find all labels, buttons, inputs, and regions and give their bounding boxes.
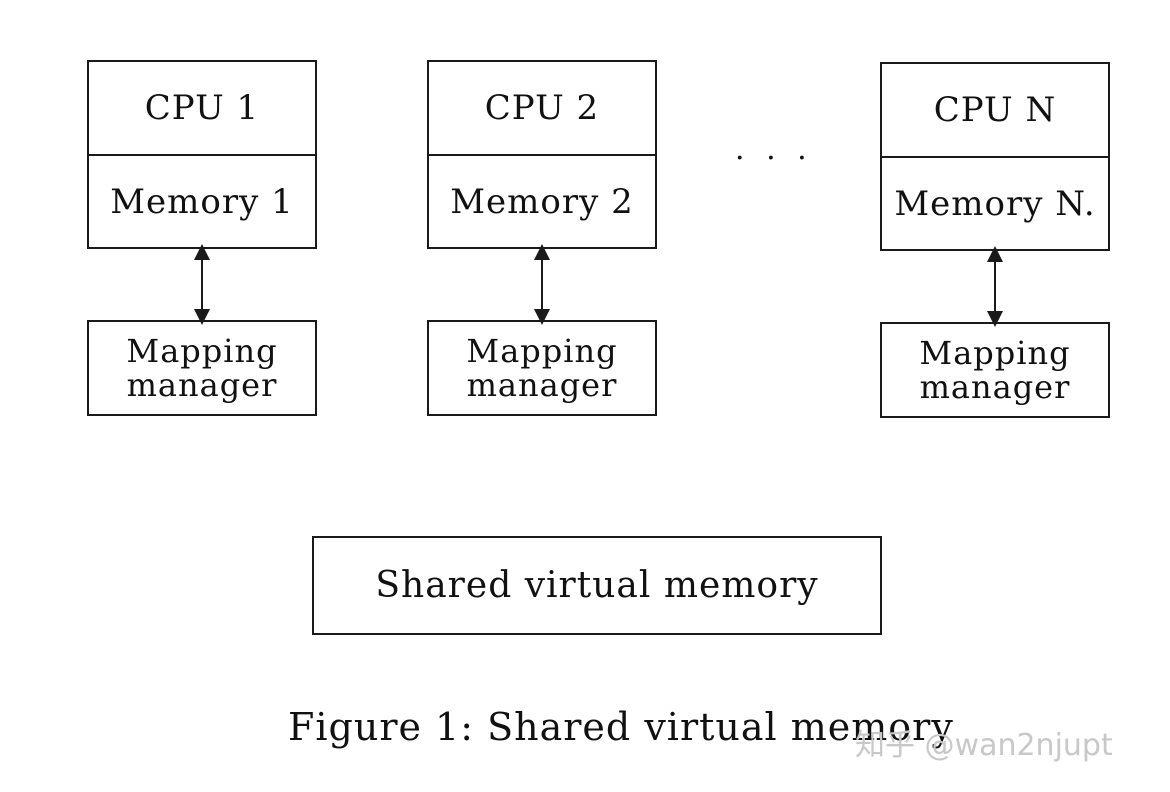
- memory-n-label: Memory N.: [894, 183, 1096, 224]
- mapping-manager-n-line1: Mapping: [919, 334, 1071, 372]
- mapping-manager-2-line1: Mapping: [466, 332, 618, 370]
- ellipsis-more-nodes: . . .: [735, 132, 813, 167]
- node-2-cpu-memory-box: CPU 2 Memory 2: [427, 60, 657, 249]
- cpu-2-label: CPU 2: [429, 62, 655, 156]
- mapping-manager-2-line2: manager: [466, 366, 618, 404]
- mapping-manager-n-box: Mapping manager: [880, 322, 1110, 418]
- shared-virtual-memory-label: Shared virtual memory: [375, 565, 819, 606]
- shared-virtual-memory-box: Shared virtual memory: [312, 536, 882, 635]
- memory-1-label: Memory 1: [110, 181, 294, 222]
- figure-caption: Figure 1: Shared virtual memory: [288, 705, 954, 749]
- mapping-manager-n-line2: manager: [919, 368, 1071, 406]
- mapping-manager-1-line2: manager: [126, 366, 278, 404]
- mapping-manager-2-box: Mapping manager: [427, 320, 657, 416]
- mapping-manager-1-line1: Mapping: [126, 332, 278, 370]
- node-n-cpu-memory-box: CPU N Memory N.: [880, 62, 1110, 251]
- cpu-n-label: CPU N: [882, 64, 1108, 158]
- node-1-cpu-memory-box: CPU 1 Memory 1: [87, 60, 317, 249]
- zhihu-watermark: 知乎 @wan2njupt: [855, 728, 1113, 763]
- memory-2-label: Memory 2: [450, 181, 634, 222]
- cpu-1-label: CPU 1: [89, 62, 315, 156]
